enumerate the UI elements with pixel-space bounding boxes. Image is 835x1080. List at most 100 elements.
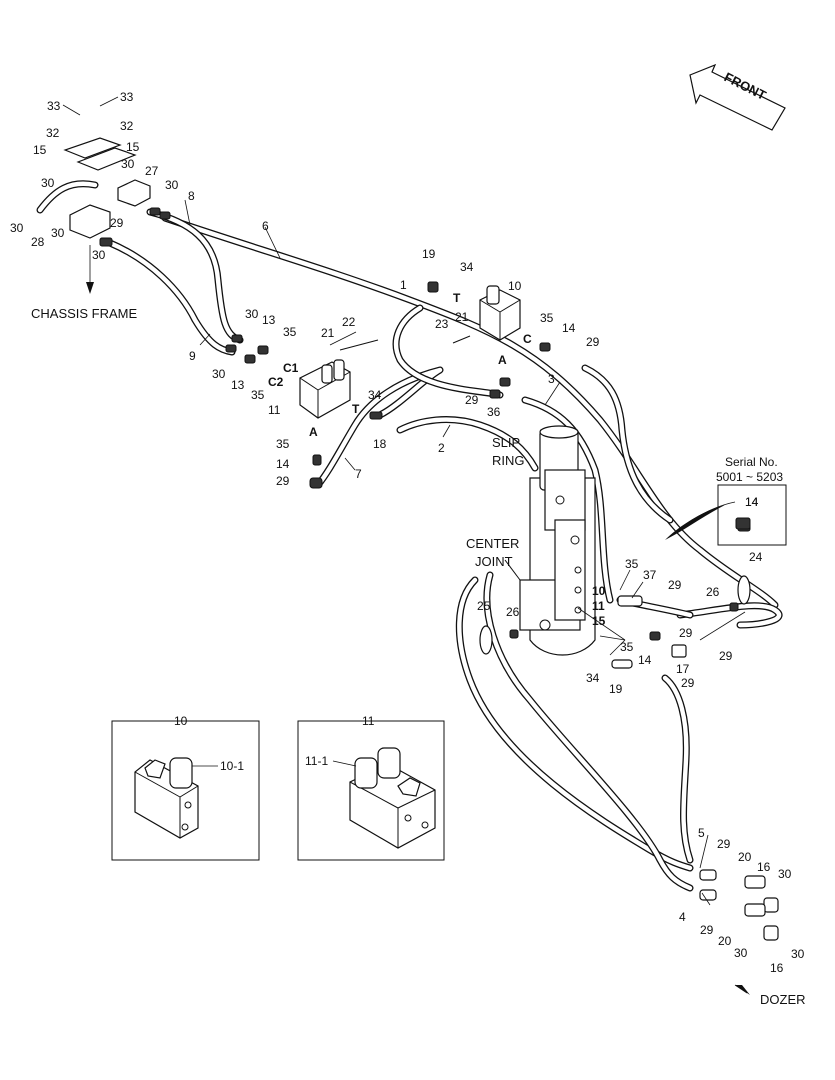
callout-30: 30: [165, 178, 179, 192]
port-15: 15: [592, 614, 606, 628]
callout-17: 17: [676, 662, 690, 676]
serial-box: [717, 484, 787, 546]
fittings: [99, 207, 779, 941]
callout-9: 9: [189, 349, 196, 363]
serial-no-label-1: Serial No.: [725, 455, 778, 469]
callout-18: 18: [373, 437, 387, 451]
callout-8: 8: [188, 189, 195, 203]
callout-26: 26: [506, 605, 520, 619]
inset-10-part: 10-1: [220, 759, 244, 773]
text-labels: CHASSIS FRAME SLIP RING CENTER JOINT DOZ…: [31, 291, 806, 1007]
callout-20: 20: [738, 850, 752, 864]
port-c1: C1: [283, 361, 299, 375]
port-11: 11: [592, 599, 605, 613]
valve-11: [299, 359, 351, 419]
inset-box-11: [297, 720, 445, 861]
callout-30: 30: [778, 867, 792, 881]
callout-20: 20: [718, 934, 732, 948]
callout-30: 30: [41, 176, 55, 190]
callout-37: 37: [643, 568, 657, 582]
callout-35: 35: [276, 437, 290, 451]
callout-36: 36: [487, 405, 501, 419]
inset-box-10: [111, 720, 260, 861]
callout-30: 30: [121, 157, 135, 171]
inset-11-part: 11-1: [305, 754, 328, 768]
callout-30: 30: [51, 226, 65, 240]
callout-26: 26: [706, 585, 720, 599]
dozer-label: DOZER: [760, 992, 806, 1007]
callout-24: 24: [749, 550, 763, 564]
callout-35: 35: [620, 640, 634, 654]
callout-30: 30: [92, 248, 106, 262]
callout-27: 27: [145, 164, 159, 178]
inset-10-title: 10: [174, 714, 188, 728]
callout-30: 30: [10, 221, 24, 235]
callout-29: 29: [586, 335, 600, 349]
port-c-right: C: [523, 332, 532, 346]
callout-16: 16: [757, 860, 771, 874]
callout-13: 13: [262, 313, 276, 327]
slip-ring-label-1: SLIP: [492, 435, 520, 450]
callout-5: 5: [698, 826, 705, 840]
callout-32: 32: [120, 119, 134, 133]
valve-10: [479, 285, 521, 341]
callout-33: 33: [47, 99, 61, 113]
callout-15: 15: [33, 143, 47, 157]
callout-25: 25: [477, 599, 491, 613]
callout-1: 1: [400, 278, 407, 292]
callout-10: 10: [508, 279, 522, 293]
leader-lines: [62, 96, 750, 995]
port-a-right: A: [498, 353, 507, 367]
port-10: 10: [592, 584, 606, 598]
callout-4: 4: [679, 910, 686, 924]
callout-29: 29: [700, 923, 714, 937]
callout-23: 23: [435, 317, 449, 331]
callout-16: 16: [770, 961, 784, 975]
hoses: [36, 180, 783, 892]
callout-28: 28: [31, 235, 45, 249]
port-t-left: T: [352, 402, 360, 416]
callout-33: 33: [120, 90, 134, 104]
callout-22: 22: [342, 315, 356, 329]
chassis-frame-label: CHASSIS FRAME: [31, 306, 138, 321]
callout-29: 29: [679, 626, 693, 640]
callout-34: 34: [460, 260, 474, 274]
callout-6: 6: [262, 219, 269, 233]
callout-30: 30: [734, 946, 748, 960]
port-c2: C2: [268, 375, 284, 389]
callout-19: 19: [422, 247, 436, 261]
callout-30: 30: [245, 307, 259, 321]
center-joint-label-2: JOINT: [475, 554, 513, 569]
callout-35: 35: [540, 311, 554, 325]
callout-19: 19: [609, 682, 623, 696]
callout-29: 29: [276, 474, 290, 488]
callout-30: 30: [212, 367, 226, 381]
inset-11-title: 11: [362, 714, 375, 728]
callout-13: 13: [231, 378, 245, 392]
callout-29: 29: [465, 393, 479, 407]
callout-29: 29: [110, 216, 124, 230]
callout-30: 30: [791, 947, 805, 961]
callout-14: 14: [276, 457, 290, 471]
front-arrow: FRONT: [689, 63, 786, 131]
callout-21: 21: [455, 310, 469, 324]
callout-3: 3: [548, 372, 555, 386]
callout-29: 29: [717, 837, 731, 851]
serial-no-label-2: 5001 ~ 5203: [716, 470, 783, 484]
callout-32: 32: [46, 126, 60, 140]
center-joint: [504, 425, 596, 656]
callout-34: 34: [586, 671, 600, 685]
callout-34: 34: [368, 388, 382, 402]
callout-14: 14: [638, 653, 652, 667]
callout-29: 29: [668, 578, 682, 592]
port-t-right: T: [453, 291, 461, 305]
callout-14: 14: [745, 495, 759, 509]
callout-14: 14: [562, 321, 576, 335]
slip-ring-label-2: RING: [492, 453, 525, 468]
port-a-left: A: [309, 425, 318, 439]
callout-11: 11: [268, 403, 281, 417]
callout-29: 29: [681, 676, 695, 690]
callout-35: 35: [283, 325, 297, 339]
